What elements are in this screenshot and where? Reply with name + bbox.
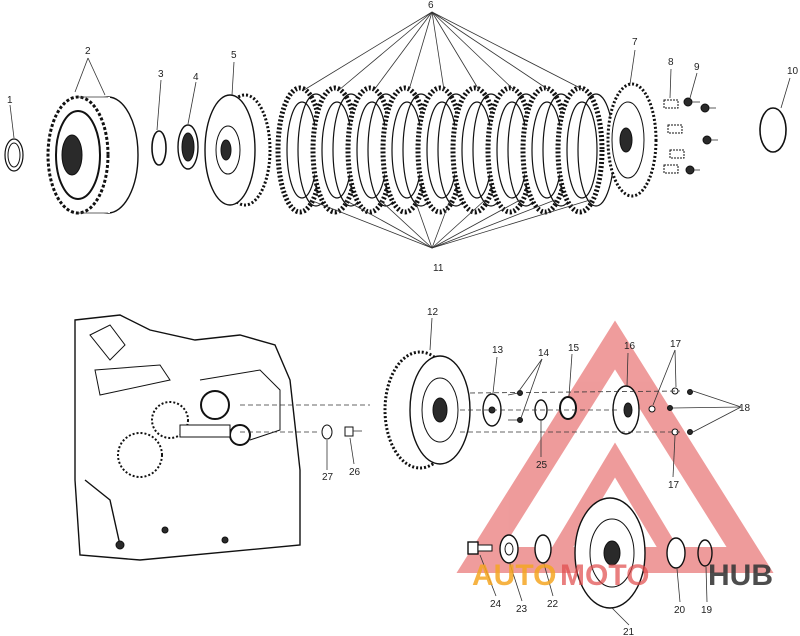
- callout-25: 25: [536, 460, 548, 471]
- leader-11-line: [431, 199, 486, 249]
- part-26-bolt: [344, 426, 362, 437]
- part-22-washer: [534, 534, 552, 564]
- callout-14: 14: [538, 348, 550, 359]
- watermark-hub: HUB: [708, 559, 773, 592]
- callout-18: 18: [739, 403, 751, 414]
- leader-11-line: [309, 199, 433, 249]
- engine-case-illustration: [74, 314, 370, 561]
- callout-11: 11: [433, 263, 444, 274]
- part-7-pressure-plate: [606, 82, 658, 198]
- callout-22: 22: [547, 599, 559, 610]
- leader-6-line: [431, 11, 585, 91]
- callout-23: 23: [516, 604, 528, 615]
- callout-17-top: 17: [670, 339, 682, 350]
- callout-16: 16: [624, 341, 636, 352]
- callout-12: 12: [427, 307, 439, 318]
- part-2-clutch-basket: [46, 95, 139, 215]
- leader-6-line: [303, 11, 433, 91]
- part-19-circlip: [697, 539, 713, 567]
- callout-3: 3: [158, 69, 164, 80]
- watermark-moto: MOTO: [560, 559, 649, 592]
- part-21-cover: [574, 497, 646, 609]
- watermark-wordmark: AUTO MOTO HUB: [472, 559, 773, 592]
- part-1-snap-ring: [4, 138, 24, 172]
- part-4-bearing: [177, 124, 199, 170]
- leader-6-line: [373, 11, 433, 91]
- leader-11-line: [431, 199, 556, 249]
- leader-6-line: [431, 11, 445, 91]
- watermark-auto: AUTO: [472, 559, 556, 592]
- clutch-plate-9: [555, 85, 615, 215]
- callout-21: 21: [623, 627, 635, 636]
- part-20-seal: [666, 537, 686, 569]
- callout-17-bottom: 17: [668, 480, 680, 491]
- leader-6-line: [408, 11, 433, 91]
- callout-10: 10: [787, 66, 799, 77]
- callout-20: 20: [674, 605, 686, 616]
- leader-6-line: [431, 11, 515, 91]
- leader-11-line: [344, 199, 433, 249]
- callout-4: 4: [193, 72, 199, 83]
- part-10-snap-ring: [759, 107, 787, 153]
- part-23-washer: [499, 534, 519, 564]
- callout-24: 24: [490, 599, 502, 610]
- leader-11-line: [379, 199, 433, 249]
- leader-11-line: [431, 199, 451, 249]
- leader-11-line: [431, 199, 521, 249]
- callout-19: 19: [701, 605, 713, 616]
- leader-fan-11: [309, 199, 591, 249]
- leader-lines: [9, 49, 791, 626]
- leader-11-line: [431, 199, 591, 249]
- callout-labels: 1 2 3 4 5 6 7 8 9 10 11 12 13 14 15 16 1…: [7, 0, 799, 636]
- callout-8: 8: [668, 57, 674, 68]
- leader-6-line: [431, 11, 480, 91]
- leader-11-line: [414, 199, 433, 249]
- part-18-bolts: [667, 389, 693, 435]
- part-9-bolts: [683, 97, 718, 175]
- callout-1: 1: [7, 95, 13, 106]
- callout-27: 27: [322, 472, 334, 483]
- part-12-clutch-drum: [383, 350, 471, 470]
- callout-5: 5: [231, 50, 237, 61]
- part-5-clutch-hub: [204, 93, 272, 207]
- callout-26: 26: [349, 467, 361, 478]
- leader-6-line: [338, 11, 433, 91]
- callout-7: 7: [632, 37, 638, 48]
- clutch-plates-stack: [275, 85, 615, 215]
- callout-2: 2: [85, 46, 91, 57]
- part-3-circlip: [151, 130, 167, 166]
- callout-13: 13: [492, 345, 504, 356]
- part-24-bolt: [467, 541, 493, 555]
- part-15-nut: [559, 396, 577, 420]
- leader-fan-6: [303, 11, 585, 91]
- part-8-springs: [663, 99, 685, 174]
- leader-6-line: [431, 11, 550, 91]
- callout-6: 6: [428, 0, 434, 11]
- part-14-screws: [507, 390, 523, 423]
- part-27-washer: [321, 424, 333, 440]
- callout-15: 15: [568, 343, 580, 354]
- callout-9: 9: [694, 62, 700, 73]
